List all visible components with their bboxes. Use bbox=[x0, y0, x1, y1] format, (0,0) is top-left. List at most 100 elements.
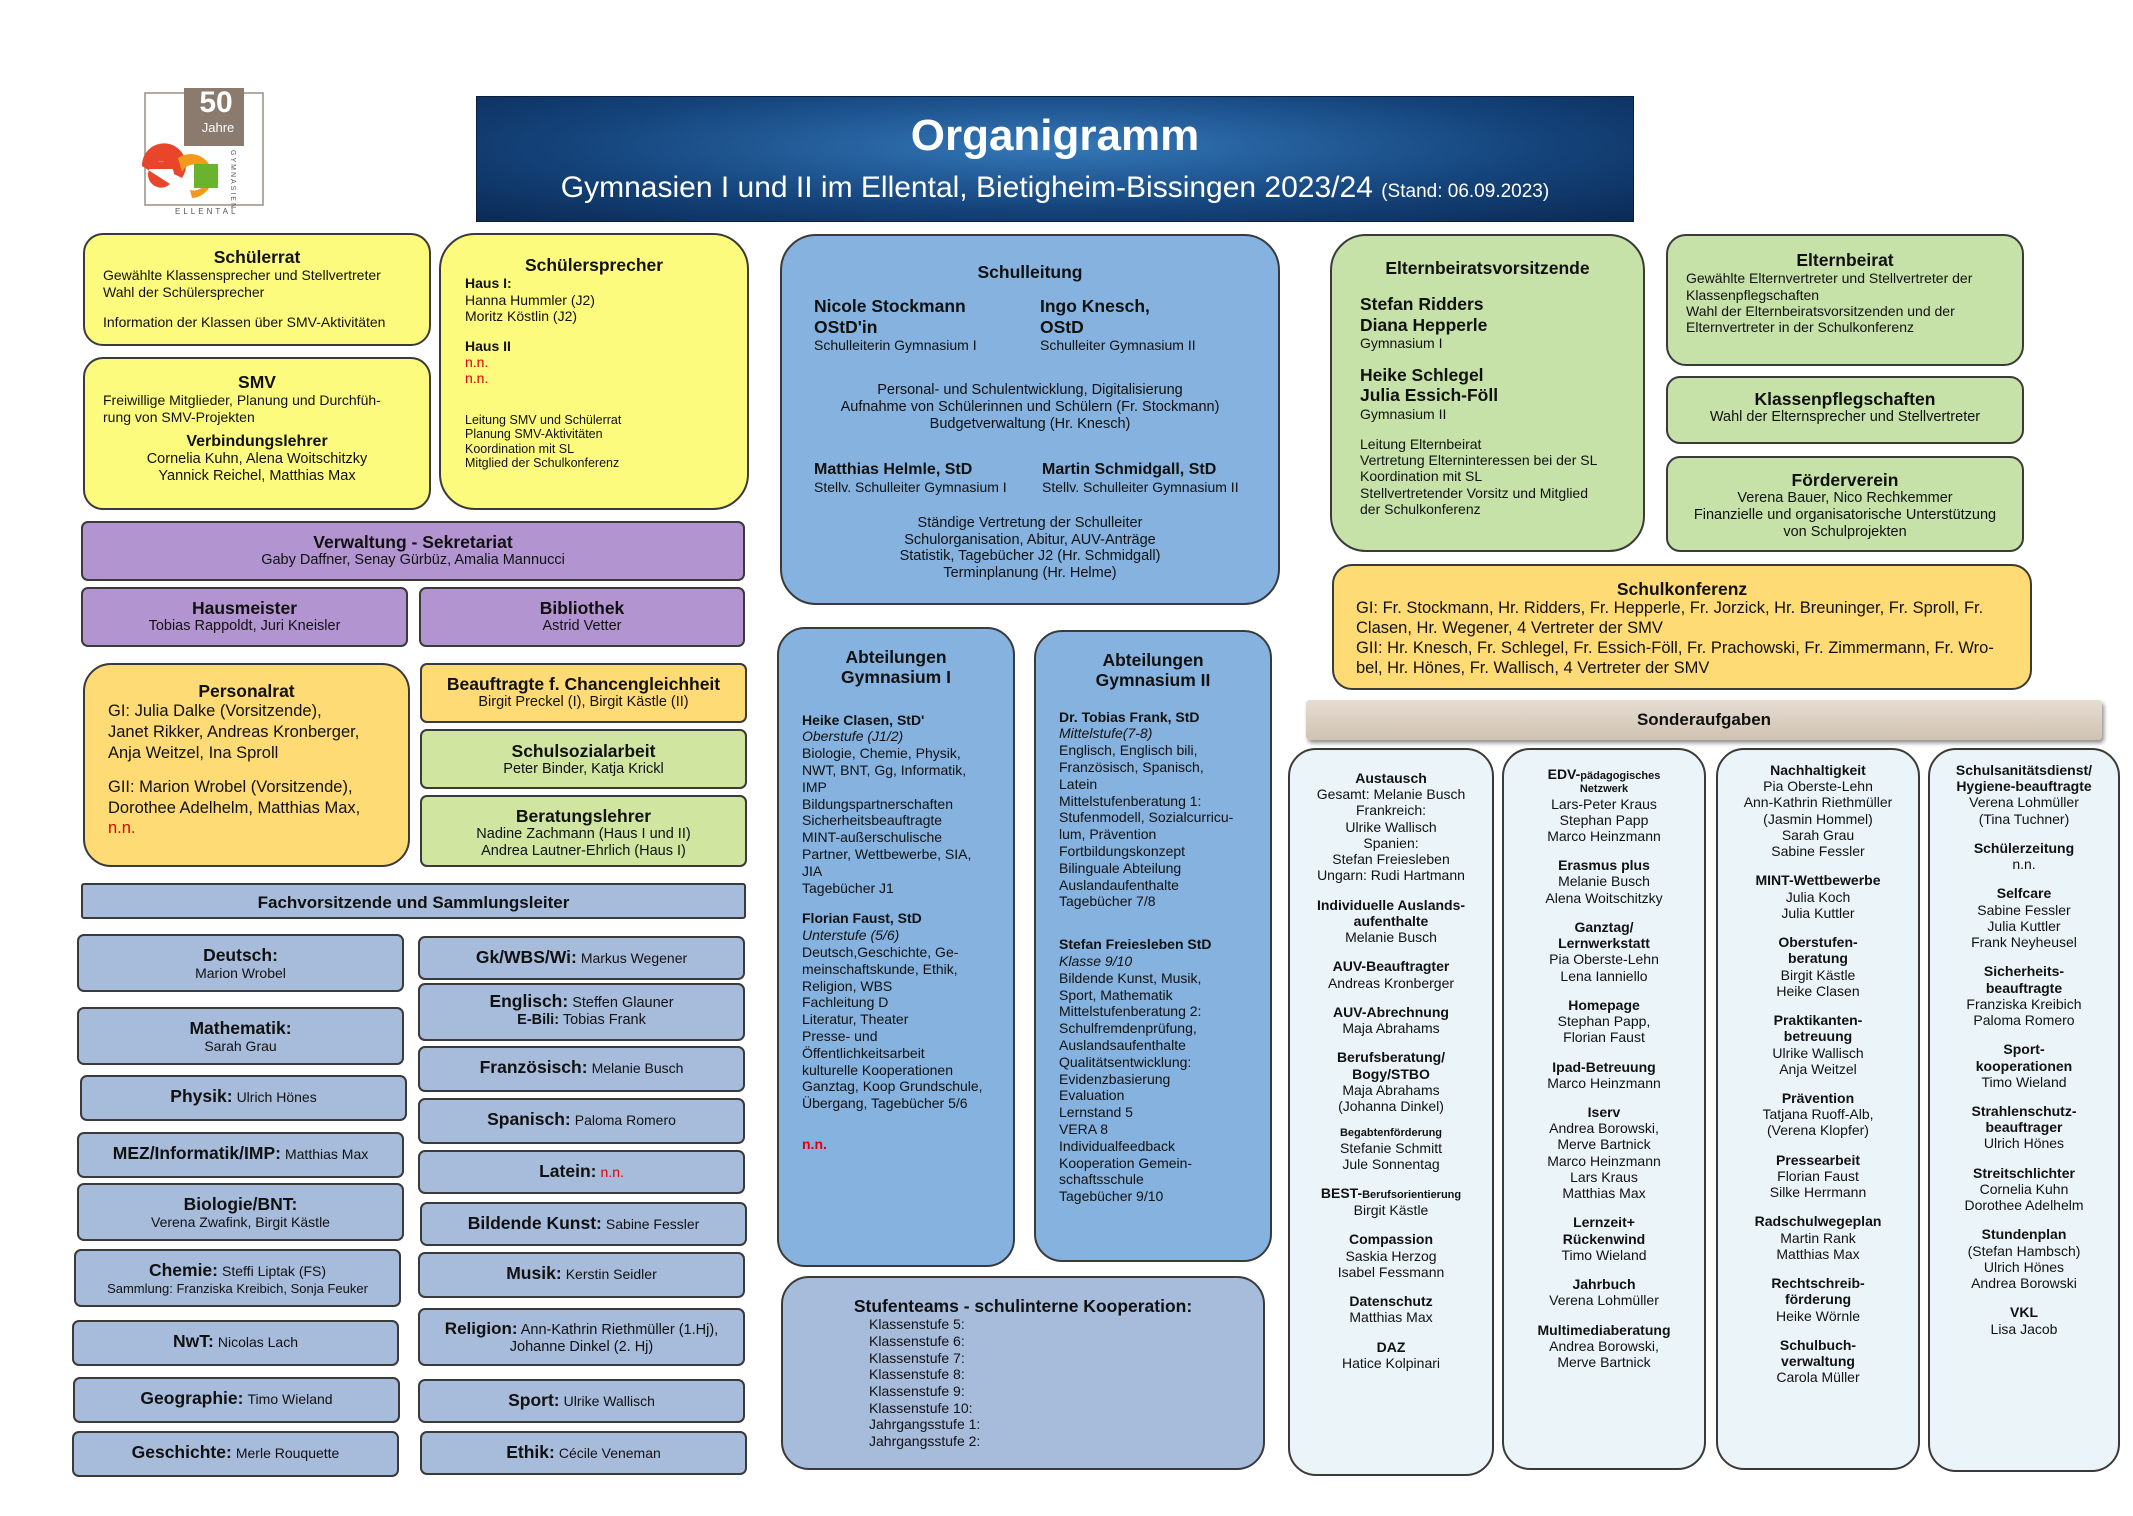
abteilung-line: Individualfeedback bbox=[1059, 1137, 1175, 1154]
aufgabe-title: BEST- bbox=[1320, 1185, 1363, 1202]
fach-mez-informatik: MEZ/Informatik/IMP: Matthias Max bbox=[77, 1132, 404, 1178]
aufgabe-title: Rechtschreib- bbox=[1771, 1275, 1865, 1292]
elternbeirat-line: Elternvertreter in der Schulkonferenz bbox=[1686, 319, 1914, 335]
verwaltung-box: Verwaltung - Sekretariat Gaby Daffner, S… bbox=[81, 521, 745, 581]
haus1-name: Hanna Hummler (J2) bbox=[465, 291, 595, 308]
abteilungsleiter-name: Florian Faust, StD bbox=[802, 910, 922, 927]
aufgabe-name: (Stefan Hambsch) bbox=[1967, 1242, 2081, 1259]
fach-geschichte: Geschichte: Merle Rouquette bbox=[72, 1431, 399, 1477]
beratungslehrer-name: Andrea Lautner-Ehrlich (Haus I) bbox=[481, 843, 686, 860]
abteilung-line: Ganztag, Koop Grundschule, bbox=[802, 1078, 983, 1095]
aufgabe-name: Melanie Busch bbox=[1558, 873, 1650, 890]
abteilung-line: Deutsch,Geschichte, Ge- bbox=[802, 943, 959, 960]
schulkonferenz-box: Schulkonferenz GI: Fr. Stockmann, Hr. Ri… bbox=[1332, 564, 2032, 690]
stufenteam-line: Klassenstufe 5: bbox=[869, 1316, 965, 1333]
ebv-name: Heike Schlegel bbox=[1360, 365, 1484, 386]
aufgabe-name: Merve Bartnick bbox=[1557, 1354, 1651, 1371]
aufgabe-name: Alena Woitschitzky bbox=[1545, 889, 1663, 906]
schulleitung-task: Terminplanung (Hr. Helme) bbox=[943, 565, 1117, 582]
fach-label: Sport: bbox=[508, 1390, 560, 1410]
abteilung-line: Französisch, Spanisch, bbox=[1059, 758, 1204, 775]
schulsozialarbeit-box: Schulsozialarbeit Peter Binder, Katja Kr… bbox=[420, 729, 747, 789]
fach-name: Ulrike Wallisch bbox=[563, 1393, 655, 1409]
aufgabe-title: kooperationen bbox=[1975, 1057, 2073, 1074]
aufgabe-title: Jahrbuch bbox=[1572, 1276, 1636, 1293]
foerderverein-line: Verena Bauer, Nico Rechkemmer bbox=[1737, 490, 1953, 507]
personalrat-g1: Janet Rikker, Andreas Kronberger, bbox=[108, 722, 360, 741]
abteilungsleiter-stufe: Unterstufe (5/6) bbox=[802, 927, 900, 944]
aufgabe-name: Marco Heinzmann bbox=[1547, 827, 1661, 844]
ebv-task: der Schulkonferenz bbox=[1360, 500, 1481, 517]
smv-title: SMV bbox=[238, 372, 276, 392]
logo-text-bottom: ELLENTAL bbox=[175, 207, 239, 216]
fach-name: Sabine Fessler bbox=[605, 1216, 700, 1232]
aufgabe-title: Berufsberatung/ bbox=[1336, 1049, 1446, 1066]
abteilung-line: Bildungspartnerschaften bbox=[802, 795, 953, 812]
fach-label: Musik: bbox=[506, 1263, 562, 1283]
aufgabe-name: Andrea Borowski, bbox=[1549, 1337, 1659, 1354]
elternbeirat-title: Elternbeirat bbox=[1796, 250, 1894, 270]
schulleitung-box: Schulleitung Nicole Stockmann OStD'in Sc… bbox=[780, 234, 1280, 605]
aufgabe-name: Sabine Fessler bbox=[1977, 901, 2071, 918]
elternbeirat-line: Gewählte Elternvertreter und Stellvertre… bbox=[1686, 270, 1973, 287]
klassenpflegschaften-text: Wahl der Elternsprecher und Stellvertret… bbox=[1709, 409, 1981, 426]
aufgabe-name: Matthias Max bbox=[1349, 1309, 1433, 1326]
fach-label: Chemie: bbox=[148, 1260, 218, 1280]
bibliothek-names: Astrid Vetter bbox=[542, 618, 622, 635]
abteilung-line: Latein bbox=[1059, 775, 1098, 792]
schuelersprecher-task: Koordination mit SL bbox=[465, 441, 575, 456]
abteilung-line: Sport, Mathematik bbox=[1059, 986, 1173, 1003]
aufgabe-title: Streitschlichter bbox=[1973, 1164, 2075, 1181]
aufgabe-name: Julia Koch bbox=[1785, 888, 1851, 905]
aufgabe-name: Carola Müller bbox=[1776, 1369, 1860, 1386]
verwaltung-names: Gaby Daffner, Senay Gürbüz, Amalia Mannu… bbox=[261, 552, 565, 569]
aufgabe-name: Frankreich: bbox=[1355, 802, 1427, 819]
aufgabe-name: Saskia Herzog bbox=[1345, 1247, 1437, 1264]
fach-label: Französisch: bbox=[479, 1057, 588, 1077]
ebv-name: Julia Essich-Föll bbox=[1360, 385, 1499, 406]
aufgabe-title: VKL bbox=[2010, 1304, 2038, 1321]
fach-mathematik: Mathematik: Sarah Grau bbox=[77, 1007, 404, 1065]
aufgabe-title: betreuung bbox=[1783, 1028, 1853, 1045]
fach-name: Sarah Grau bbox=[204, 1038, 277, 1055]
schuelersprecher-task: Leitung SMV und Schülerrat bbox=[465, 412, 622, 427]
personalrat-g2: Dorothee Adelhelm, Matthias Max, bbox=[108, 798, 361, 817]
sonderaufgaben-header: Sonderaufgaben bbox=[1306, 700, 2102, 740]
aufgabe-title: Ipad-Betreuung bbox=[1552, 1058, 1656, 1075]
abteilung-title: Abteilungen bbox=[1102, 650, 1204, 670]
verbindungslehrer-title: Verbindungslehrer bbox=[186, 432, 328, 450]
stufenteam-line: Jahrgangsstufe 2: bbox=[869, 1432, 981, 1449]
aufgabe-name: Verena Lohmüller bbox=[1969, 794, 2079, 811]
logo-number: 50 bbox=[199, 86, 233, 119]
aufgabe-name: Andreas Kronberger bbox=[1327, 974, 1455, 991]
abteilung-line: Bilinguale Abteilung bbox=[1059, 859, 1182, 876]
aufgabe-name: Ulrike Wallisch bbox=[1345, 818, 1437, 835]
sonderaufgaben-title: Sonderaufgaben bbox=[1636, 710, 1772, 729]
aufgabe-title: AUV-Abrechnung bbox=[1333, 1003, 1449, 1020]
aufgabe-name: Spanien: bbox=[1363, 834, 1419, 851]
schuelerrat-line: Wahl der Schülersprecher bbox=[103, 283, 265, 300]
elternbeiratsvorsitzende-box: Elternbeiratsvorsitzende Stefan Ridders … bbox=[1330, 234, 1645, 552]
aufgabe-title: Oberstufen- bbox=[1778, 934, 1858, 951]
fach-name: Marion Wrobel bbox=[195, 965, 286, 982]
foerderverein-line: Finanzielle und organisatorische Unterst… bbox=[1693, 507, 1997, 524]
aufgabe-name: Pia Oberste-Lehn bbox=[1549, 951, 1659, 968]
aufgabe-title: MINT-Wettbewerbe bbox=[1755, 872, 1881, 889]
aufgabe-name: Silke Herrmann bbox=[1769, 1184, 1867, 1201]
schulleiter-2-role: Schulleiter Gymnasium II bbox=[1040, 336, 1196, 353]
smv-box: SMV Freiwillige Mitglieder, Planung und … bbox=[83, 357, 431, 510]
fach-label: Deutsch: bbox=[203, 945, 278, 965]
aufgabe-name: Ulrich Hönes bbox=[1983, 1258, 2065, 1275]
bibliothek-title: Bibliothek bbox=[539, 598, 625, 618]
aufgabe-name: Ann-Kathrin Riethmüller bbox=[1743, 794, 1893, 811]
elternbeirat-line: Klassenpflegschaften bbox=[1686, 286, 1820, 303]
schuelersprecher-box: Schülersprecher Haus I: Hanna Hummler (J… bbox=[439, 233, 749, 510]
logo-text-side: GYMNASIEN bbox=[229, 150, 236, 211]
subtitle-text: Gymnasien I und II im Ellental, Bietighe… bbox=[560, 171, 1373, 204]
aufgabe-title: Pressearbeit bbox=[1775, 1151, 1861, 1168]
aufgabe-name: Stefan Freiesleben bbox=[1332, 851, 1450, 868]
aufgabe-name: (Johanna Dinkel) bbox=[1338, 1097, 1444, 1114]
aufgabe-name: Melanie Busch bbox=[1345, 929, 1437, 946]
aufgabe-title: Schulbuch- bbox=[1779, 1336, 1857, 1353]
abteilungsleiter-stufe: Oberstufe (J1/2) bbox=[802, 728, 904, 745]
